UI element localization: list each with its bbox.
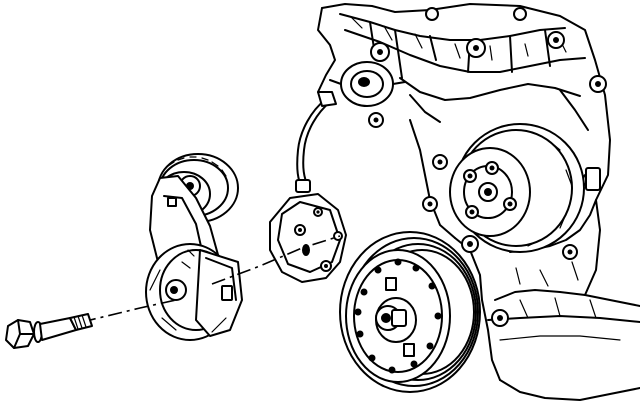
crankshaft-position-sensor	[269, 91, 347, 283]
water-pump-pulley	[449, 123, 585, 253]
tensioner-mounting-bolt	[5, 313, 93, 349]
belt-tensioner-assembly	[145, 153, 243, 341]
engine-block	[317, 3, 640, 401]
crankshaft-balancer-pulley	[339, 231, 481, 393]
assembly-centerline	[81, 235, 341, 323]
